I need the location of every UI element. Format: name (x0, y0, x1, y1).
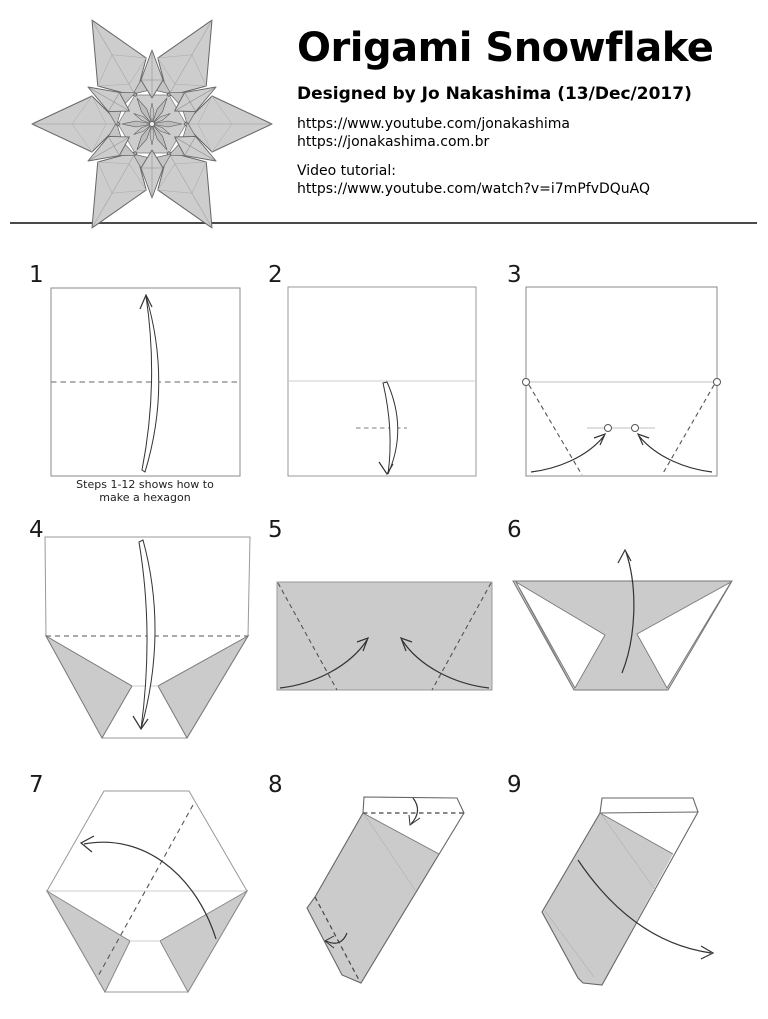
fold-arrow-left (279, 639, 368, 689)
fold-arrow-left-head (593, 432, 607, 446)
website-url: https://jonakashima.com.br (297, 134, 490, 150)
fold-arrow-right (638, 435, 713, 473)
fold-dashed-line-left (277, 582, 338, 691)
reference-point-right (713, 378, 721, 386)
fold-arrow-head (378, 461, 394, 476)
crease-faint-line-lower (544, 910, 595, 978)
top-band (600, 798, 698, 813)
step-2-diagram (287, 286, 477, 477)
fold-dashed-line-bottom (314, 896, 361, 983)
video-tutorial-url: https://www.youtube.com/watch?v=i7mPfvDQ… (297, 181, 651, 197)
fold-dashed-line-right (431, 582, 492, 691)
step-7-diagram (45, 790, 249, 994)
step-5-number: 5 (268, 517, 283, 543)
fold-behind-arrow-bottom (325, 932, 348, 944)
video-tutorial-label: Video tutorial: (297, 163, 396, 179)
page-title: Origami Snowflake (297, 25, 714, 71)
step-1-diagram (50, 287, 241, 477)
folded-flap-right (157, 634, 250, 739)
open-out-arrow-head (700, 945, 715, 960)
open-corner-white (600, 812, 698, 854)
fold-arrow-right-head (399, 636, 413, 652)
paper-folded-rectangle (276, 581, 493, 691)
fold-arrow-head (132, 715, 149, 731)
header-divider (10, 222, 757, 224)
folded-flap-left (44, 634, 133, 740)
paper-outline (541, 797, 699, 986)
folded-flap-right (159, 889, 249, 994)
snowflake-illustration (31, 19, 273, 229)
snowflake-center-folds (121, 97, 183, 151)
paper-outline (306, 796, 465, 984)
snowflake-arms (31, 19, 273, 229)
unfold-arrow-head (617, 548, 632, 564)
open-out-arrow (577, 859, 712, 954)
step-5-diagram (276, 581, 493, 691)
crease-faint-line-upper (600, 813, 657, 892)
unfold-arrow (621, 551, 635, 674)
valley-fold-dashed-line (96, 804, 194, 979)
step-8-diagram (306, 796, 465, 984)
fold-arrow-left (530, 435, 605, 473)
snowflake-spikes (87, 49, 217, 199)
fold-behind-arrow-top (410, 797, 419, 825)
step-7-number: 7 (29, 772, 44, 798)
folded-edge-line (599, 811, 699, 814)
fold-behind-arrow-bottom-head (324, 935, 335, 949)
paper-gray-body (307, 813, 439, 983)
fold-dashed-line-right (661, 384, 715, 476)
step-2-number: 2 (268, 262, 283, 288)
step-6-number: 6 (507, 517, 522, 543)
step-6-diagram (512, 548, 733, 691)
fold-arrow-head (139, 293, 153, 310)
step-1-caption: Steps 1-12 shows how to make a hexagon (76, 478, 214, 504)
step-4-number: 4 (29, 517, 44, 543)
fold-behind-arrow-top-head (408, 814, 421, 826)
target-point-left (604, 424, 612, 432)
layer-edge-line (518, 587, 573, 687)
video-tutorial: Video tutorial: https://www.youtube.com/… (297, 162, 762, 198)
fold-arrow-right-head (636, 432, 650, 446)
crease-faint-line (363, 813, 416, 891)
layer-edge-line (362, 812, 440, 855)
designer-credit: Designed by Jo Nakashima (13/Dec/2017) (297, 84, 692, 104)
step-3-number: 3 (507, 262, 522, 288)
step-3-diagram (522, 286, 721, 477)
open-layer-left (514, 580, 606, 689)
open-layer-right (636, 580, 733, 689)
youtube-channel-url: https://www.youtube.com/jonakashima (297, 116, 570, 132)
paper-gray-body (542, 813, 673, 985)
step-8-number: 8 (268, 772, 283, 798)
top-band (363, 797, 464, 813)
open-corner-white (363, 813, 464, 854)
fold-arrow-right (401, 639, 490, 689)
layer-edge-line (599, 812, 674, 855)
target-point-right (631, 424, 639, 432)
step-1-number: 1 (29, 262, 44, 288)
fold-arrow (382, 381, 399, 475)
author-links: https://www.youtube.com/jonakashima http… (297, 115, 762, 151)
fold-arrow-left-head (356, 636, 370, 652)
fold-arrow-head (79, 835, 95, 853)
step-9-diagram (541, 797, 715, 986)
reference-point-left (522, 378, 530, 386)
step-4-diagram (44, 536, 251, 740)
folded-flap-left (45, 889, 131, 994)
step-9-number: 9 (507, 772, 522, 798)
fold-dashed-line-left (528, 384, 583, 476)
header: Origami Snowflake Designed by Jo Nakashi… (297, 24, 762, 198)
fold-arrow (83, 841, 217, 940)
